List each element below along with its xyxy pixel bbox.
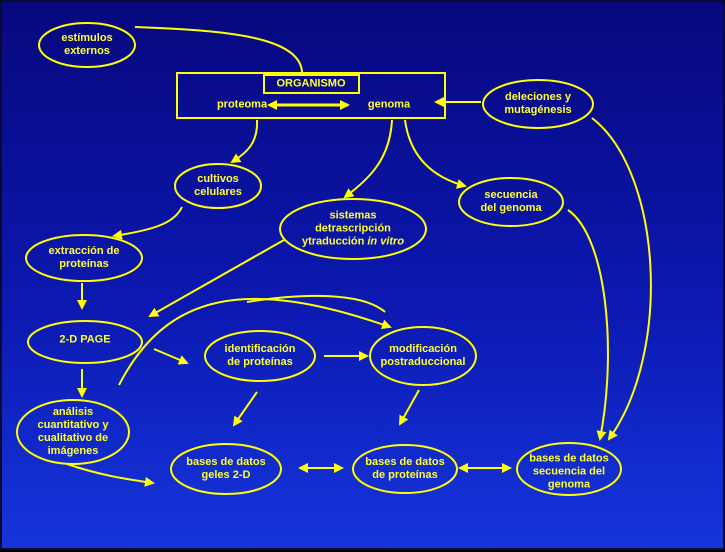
node-modificacion <box>369 326 477 386</box>
arrow-cultivos-extraccion <box>112 206 183 240</box>
label-genoma: genoma <box>367 98 411 111</box>
arc-modificacion-return <box>246 294 386 313</box>
label-analisis: análisis cuantitativo y cualitativo de i… <box>37 406 109 457</box>
label-cultivos: cultivos celulares <box>194 173 242 198</box>
label-modificacion: modificación postraduccional <box>380 343 466 368</box>
label-organismo: ORGANISMO <box>276 77 346 90</box>
node-deleciones <box>482 79 594 129</box>
label-estimulos: estímulos externos <box>61 32 113 57</box>
arc-analisis-modificacion <box>118 297 392 386</box>
node-bd-secuencia <box>516 442 622 496</box>
arrow-modificacion-bd-proteinas <box>399 389 420 426</box>
arrow-analisis-bd-geles <box>66 463 155 487</box>
arrow-deleciones-bd-secuencia <box>591 117 652 441</box>
arrow-organismo-secuencia <box>404 119 467 189</box>
label-sistemas-line3b: in vitro <box>367 235 405 248</box>
label-sistemas-line3: ytraducción in vitro <box>302 236 404 249</box>
label-bd-secuencia: bases de datos secuencia del genoma <box>529 452 609 491</box>
arrow-secuencia-bd-secuencia <box>567 209 609 441</box>
node-bd-proteinas <box>352 444 458 494</box>
label-proteoma: proteoma <box>216 98 268 111</box>
node-extraccion <box>25 234 143 282</box>
node-organismo-label-box <box>263 74 360 94</box>
label-sistemas-line1: sistemas <box>329 209 377 222</box>
label-bd-proteinas: bases de datos de proteínas <box>365 456 445 481</box>
label-sistemas-line2: detrascripción <box>315 222 391 235</box>
arrow-sistemas-2d-page <box>148 239 285 317</box>
arrow-organismo-sistemas <box>343 119 393 199</box>
label-identificacion: identificación de proteínas <box>224 343 296 368</box>
node-identificacion <box>204 330 316 382</box>
node-sistemas <box>279 198 427 260</box>
label-bd-geles: bases de datos geles 2-D <box>186 456 266 481</box>
node-bd-geles <box>170 443 282 495</box>
node-2d-page <box>27 320 143 364</box>
label-secuencia: secuencia del genoma <box>480 189 542 214</box>
label-sistemas: sistemas detrascripción ytraducción in v… <box>302 210 404 249</box>
label-deleciones: deleciones y mutagénesis <box>504 91 572 116</box>
arrow-organismo-cultivos <box>230 119 259 164</box>
node-estimulos <box>38 22 136 68</box>
arrow-2d-page-identificacion <box>153 348 189 365</box>
node-analisis <box>16 399 130 465</box>
node-organismo-box <box>176 72 446 119</box>
arrow-identificacion-bd-geles <box>232 391 258 427</box>
label-extraccion: extracción de proteínas <box>48 245 120 270</box>
node-cultivos <box>174 163 262 209</box>
label-sistemas-line3a: ytraducción <box>301 235 368 248</box>
line-estimulos-organismo <box>134 26 303 73</box>
label-2d-page: 2-D PAGE <box>59 333 111 346</box>
node-secuencia <box>458 177 564 227</box>
